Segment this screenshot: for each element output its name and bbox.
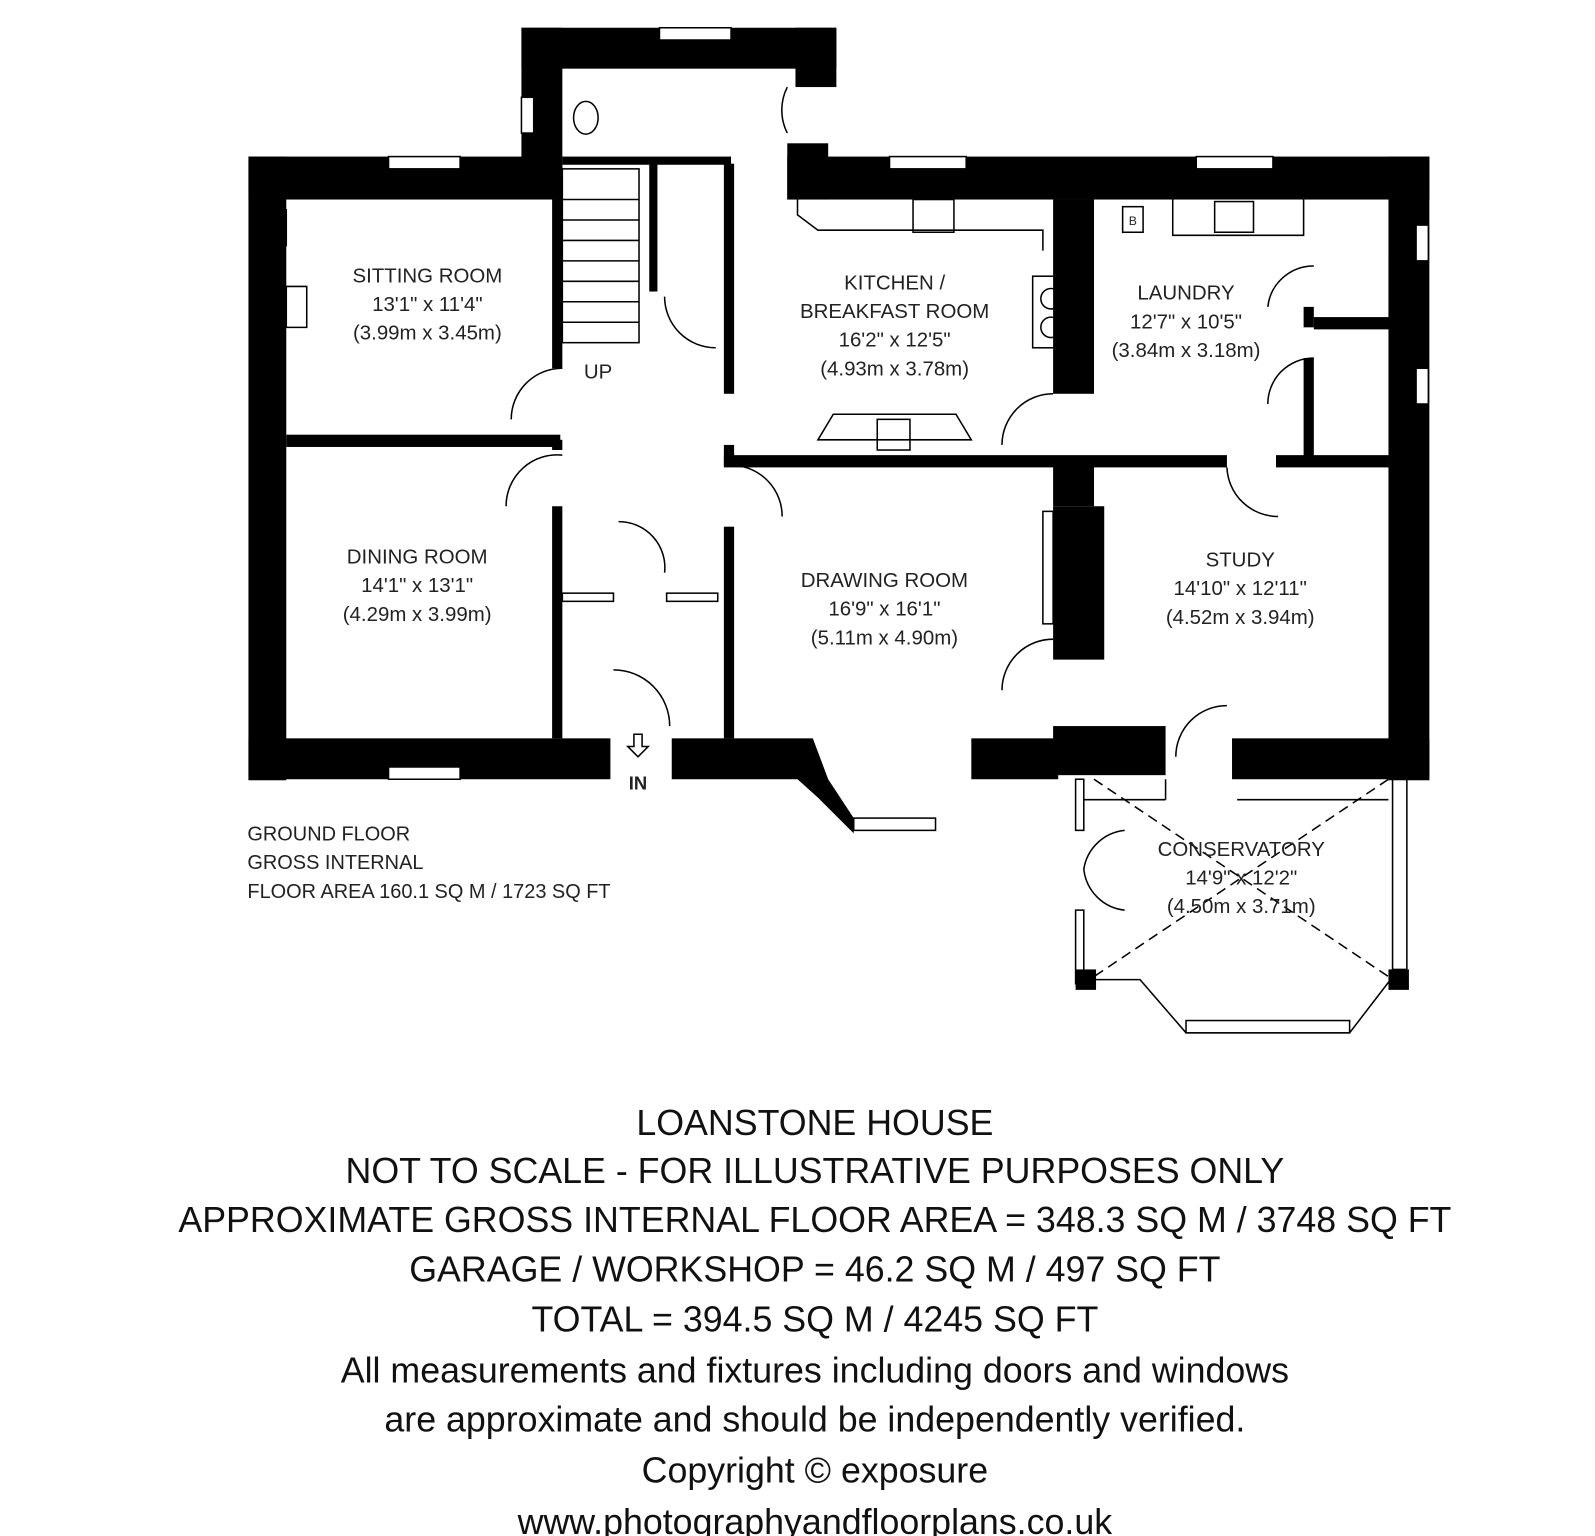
kitchen-sink-icon (912, 198, 955, 234)
room-labels: SITTING ROOM 13'1" x 11'4" (3.99m x 3.45… (343, 264, 1326, 918)
toilet-icon (572, 100, 599, 135)
svg-text:GROUND FLOOR: GROUND FLOOR (247, 824, 410, 846)
range-cooker-icon (1031, 275, 1075, 349)
svg-text:B: B (1129, 214, 1137, 228)
svg-text:(4.50m x 3.71m): (4.50m x 3.71m) (1167, 895, 1316, 918)
garage-area: GARAGE / WORKSHOP = 46.2 SQ M / 497 SQ F… (409, 1249, 1220, 1289)
website: www.photographyandfloorplans.co.uk (517, 1502, 1113, 1536)
room-study: STUDY 14'10" x 12'11" (4.52m x 3.94m) (1166, 549, 1315, 629)
room-sitting-room: SITTING ROOM 13'1" x 11'4" (3.99m x 3.45… (352, 264, 502, 344)
gross-area: APPROXIMATE GROSS INTERNAL FLOOR AREA = … (178, 1200, 1451, 1240)
room-drawing-room: DRAWING ROOM 16'9" x 16'1" (5.11m x 4.90… (801, 569, 968, 649)
ground-floor-area-note: GROUND FLOOR GROSS INTERNAL FLOOR AREA 1… (247, 824, 610, 903)
svg-text:DINING ROOM: DINING ROOM (347, 546, 488, 569)
svg-text:FLOOR AREA 160.1 SQ M / 1723 S: FLOOR AREA 160.1 SQ M / 1723 SQ FT (247, 881, 610, 903)
svg-text:GROSS INTERNAL: GROSS INTERNAL (247, 852, 423, 874)
svg-text:(4.52m x 3.94m): (4.52m x 3.94m) (1166, 606, 1315, 629)
svg-text:13'1" x 11'4": 13'1" x 11'4" (372, 293, 483, 316)
property-title: LOANSTONE HOUSE (636, 1103, 993, 1143)
svg-text:SITTING ROOM: SITTING ROOM (352, 264, 502, 287)
svg-text:(4.93m x 3.78m): (4.93m x 3.78m) (820, 357, 969, 380)
svg-text:(3.84m x 3.18m): (3.84m x 3.18m) (1112, 339, 1261, 362)
svg-text:LAUNDRY: LAUNDRY (1137, 282, 1235, 305)
doors (505, 86, 1314, 911)
svg-text:BREAKFAST ROOM: BREAKFAST ROOM (800, 300, 989, 323)
entrance-arrow-icon (625, 733, 651, 758)
svg-text:CONSERVATORY: CONSERVATORY (1158, 838, 1326, 861)
measurement-disclaimer-1: All measurements and fixtures including … (341, 1350, 1289, 1390)
svg-text:(3.99m x 3.45m): (3.99m x 3.45m) (353, 322, 502, 345)
basin-icon (285, 285, 308, 329)
svg-text:KITCHEN /: KITCHEN / (844, 272, 945, 295)
svg-text:STUDY: STUDY (1206, 549, 1276, 572)
stairs: UP (561, 168, 640, 383)
svg-text:(4.29m x 3.99m): (4.29m x 3.99m) (343, 603, 492, 626)
room-conservatory: CONSERVATORY 14'9" x 12'2" (4.50m x 3.71… (1158, 838, 1326, 918)
windows (387, 26, 1430, 1034)
svg-text:14'9" x 12'2": 14'9" x 12'2" (1185, 867, 1297, 890)
room-laundry: LAUNDRY 12'7" x 10'5" (3.84m x 3.18m) (1112, 282, 1261, 362)
svg-text:(5.11m x 4.90m): (5.11m x 4.90m) (811, 626, 958, 649)
svg-text:12'7" x 10'5": 12'7" x 10'5" (1130, 310, 1242, 333)
fixtures: B IN (267, 100, 1305, 793)
boiler-icon (1121, 205, 1144, 234)
room-kitchen: KITCHEN / BREAKFAST ROOM 16'2" x 12'5" (… (800, 272, 989, 381)
svg-text:14'1" x 13'1": 14'1" x 13'1" (361, 574, 473, 597)
footer-notes: LOANSTONE HOUSE NOT TO SCALE - FOR ILLUS… (178, 1103, 1451, 1536)
room-dining-room: DINING ROOM 14'1" x 13'1" (4.29m x 3.99m… (343, 546, 492, 626)
total-area: TOTAL = 394.5 SQ M / 4245 SQ FT (531, 1299, 1098, 1339)
hob-icon (876, 418, 911, 451)
svg-text:16'2" x 12'5": 16'2" x 12'5" (839, 329, 951, 352)
svg-text:16'9" x 16'1": 16'9" x 16'1" (828, 598, 940, 621)
svg-text:14'10" x 12'11": 14'10" x 12'11" (1174, 577, 1307, 600)
laundry-sink-icon (1213, 200, 1255, 234)
scale-disclaimer: NOT TO SCALE - FOR ILLUSTRATIVE PURPOSES… (346, 1151, 1285, 1191)
svg-text:DRAWING ROOM: DRAWING ROOM (801, 569, 968, 592)
copyright: Copyright © exposure (642, 1451, 988, 1491)
walls (248, 27, 1430, 1034)
measurement-disclaimer-2: are approximate and should be independen… (384, 1400, 1245, 1440)
entrance-label: IN (629, 772, 647, 793)
stairs-up-label: UP (584, 360, 612, 383)
